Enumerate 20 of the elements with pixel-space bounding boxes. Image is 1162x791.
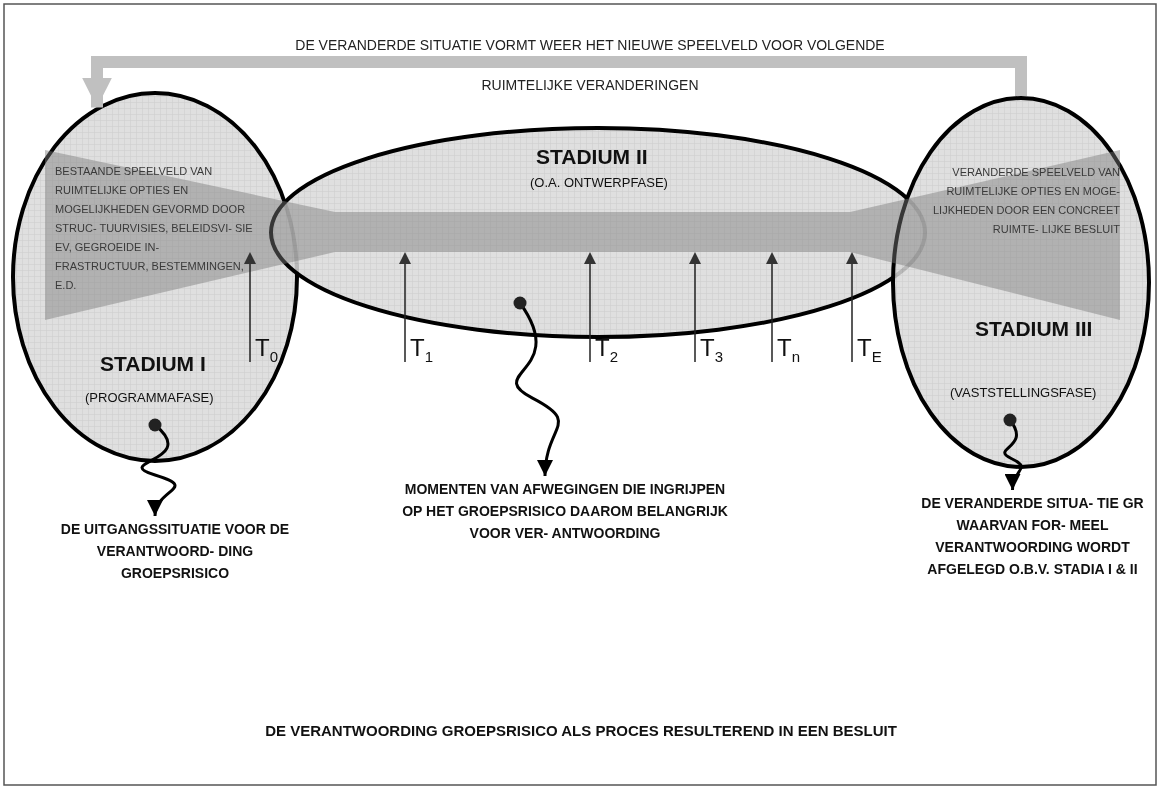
time-marker-label: T$_{n}$ — [777, 334, 800, 365]
time-marker-label: T$_{1}$ — [410, 334, 433, 365]
stage-subtitle: (VASTSTELLINGSFASE) — [950, 385, 1097, 400]
annotation-text: DE VERANDERDE SITUA- TIE GR WAARVAN FOR- MEEL VERANTWOORDING WORDT AFGELEGD O.B.V. STADIA I & II — [920, 494, 1145, 579]
description-text: VERANDERDE SPEELVELD VAN RUIMTELIJKE OPTIES EN MOGE- LIJKHEDEN DOOR EEN CONCREET RUIMTE- LIJKE BESLUIT — [931, 165, 1120, 237]
time-marker-label: T$_{0}$ — [255, 334, 278, 365]
time-marker-label: T$_{E}$ — [857, 334, 882, 365]
stage-title: STADIUM III — [975, 317, 1093, 341]
annotation-text: DE UITGANGSSITUATIE VOOR DE VERANTWOORD- DING GROEPSRISICO — [59, 520, 291, 583]
stage-subtitle: (O.A. ONTWERPFASE) — [530, 175, 668, 190]
description-text: BESTAANDE SPEELVELD VAN RUIMTELIJKE OPTIES EN MOGELIJKHEDEN GEVORMD DOOR STRUC- TUURVISIES, BELEIDSVI- SIE EV, GEGROEIDE IN- FRASTRUCTUUR, BESTEMMINGEN, E.D. — [55, 164, 254, 293]
stage-subtitle: (PROGRAMMAFASE) — [85, 390, 214, 405]
edge-label: DE VERANDERDE SITUATIE VORMT WEER HET NIEUWE SPEELVELD VOOR VOLGENDE RUIMTELIJKE VERANDERINGEN — [294, 36, 886, 95]
feedback-arrow — [82, 56, 1027, 108]
caption: DE VERANTWOORDING GROEPSRISICO ALS PROCES RESULTEREND IN EEN BESLUIT — [264, 722, 898, 739]
stage-title: STADIUM II — [536, 145, 648, 169]
annotation-text: MOMENTEN VAN AFWEGINGEN DIE INGRIJPEN OP HET GROEPSRISICO DAAROM BELANGRIJK VOOR VER- ANTWOORDING — [401, 480, 729, 543]
stage-title: STADIUM I — [100, 352, 206, 376]
time-marker-label: T$_{2}$ — [595, 334, 618, 365]
time-marker-label: T$_{3}$ — [700, 334, 723, 365]
